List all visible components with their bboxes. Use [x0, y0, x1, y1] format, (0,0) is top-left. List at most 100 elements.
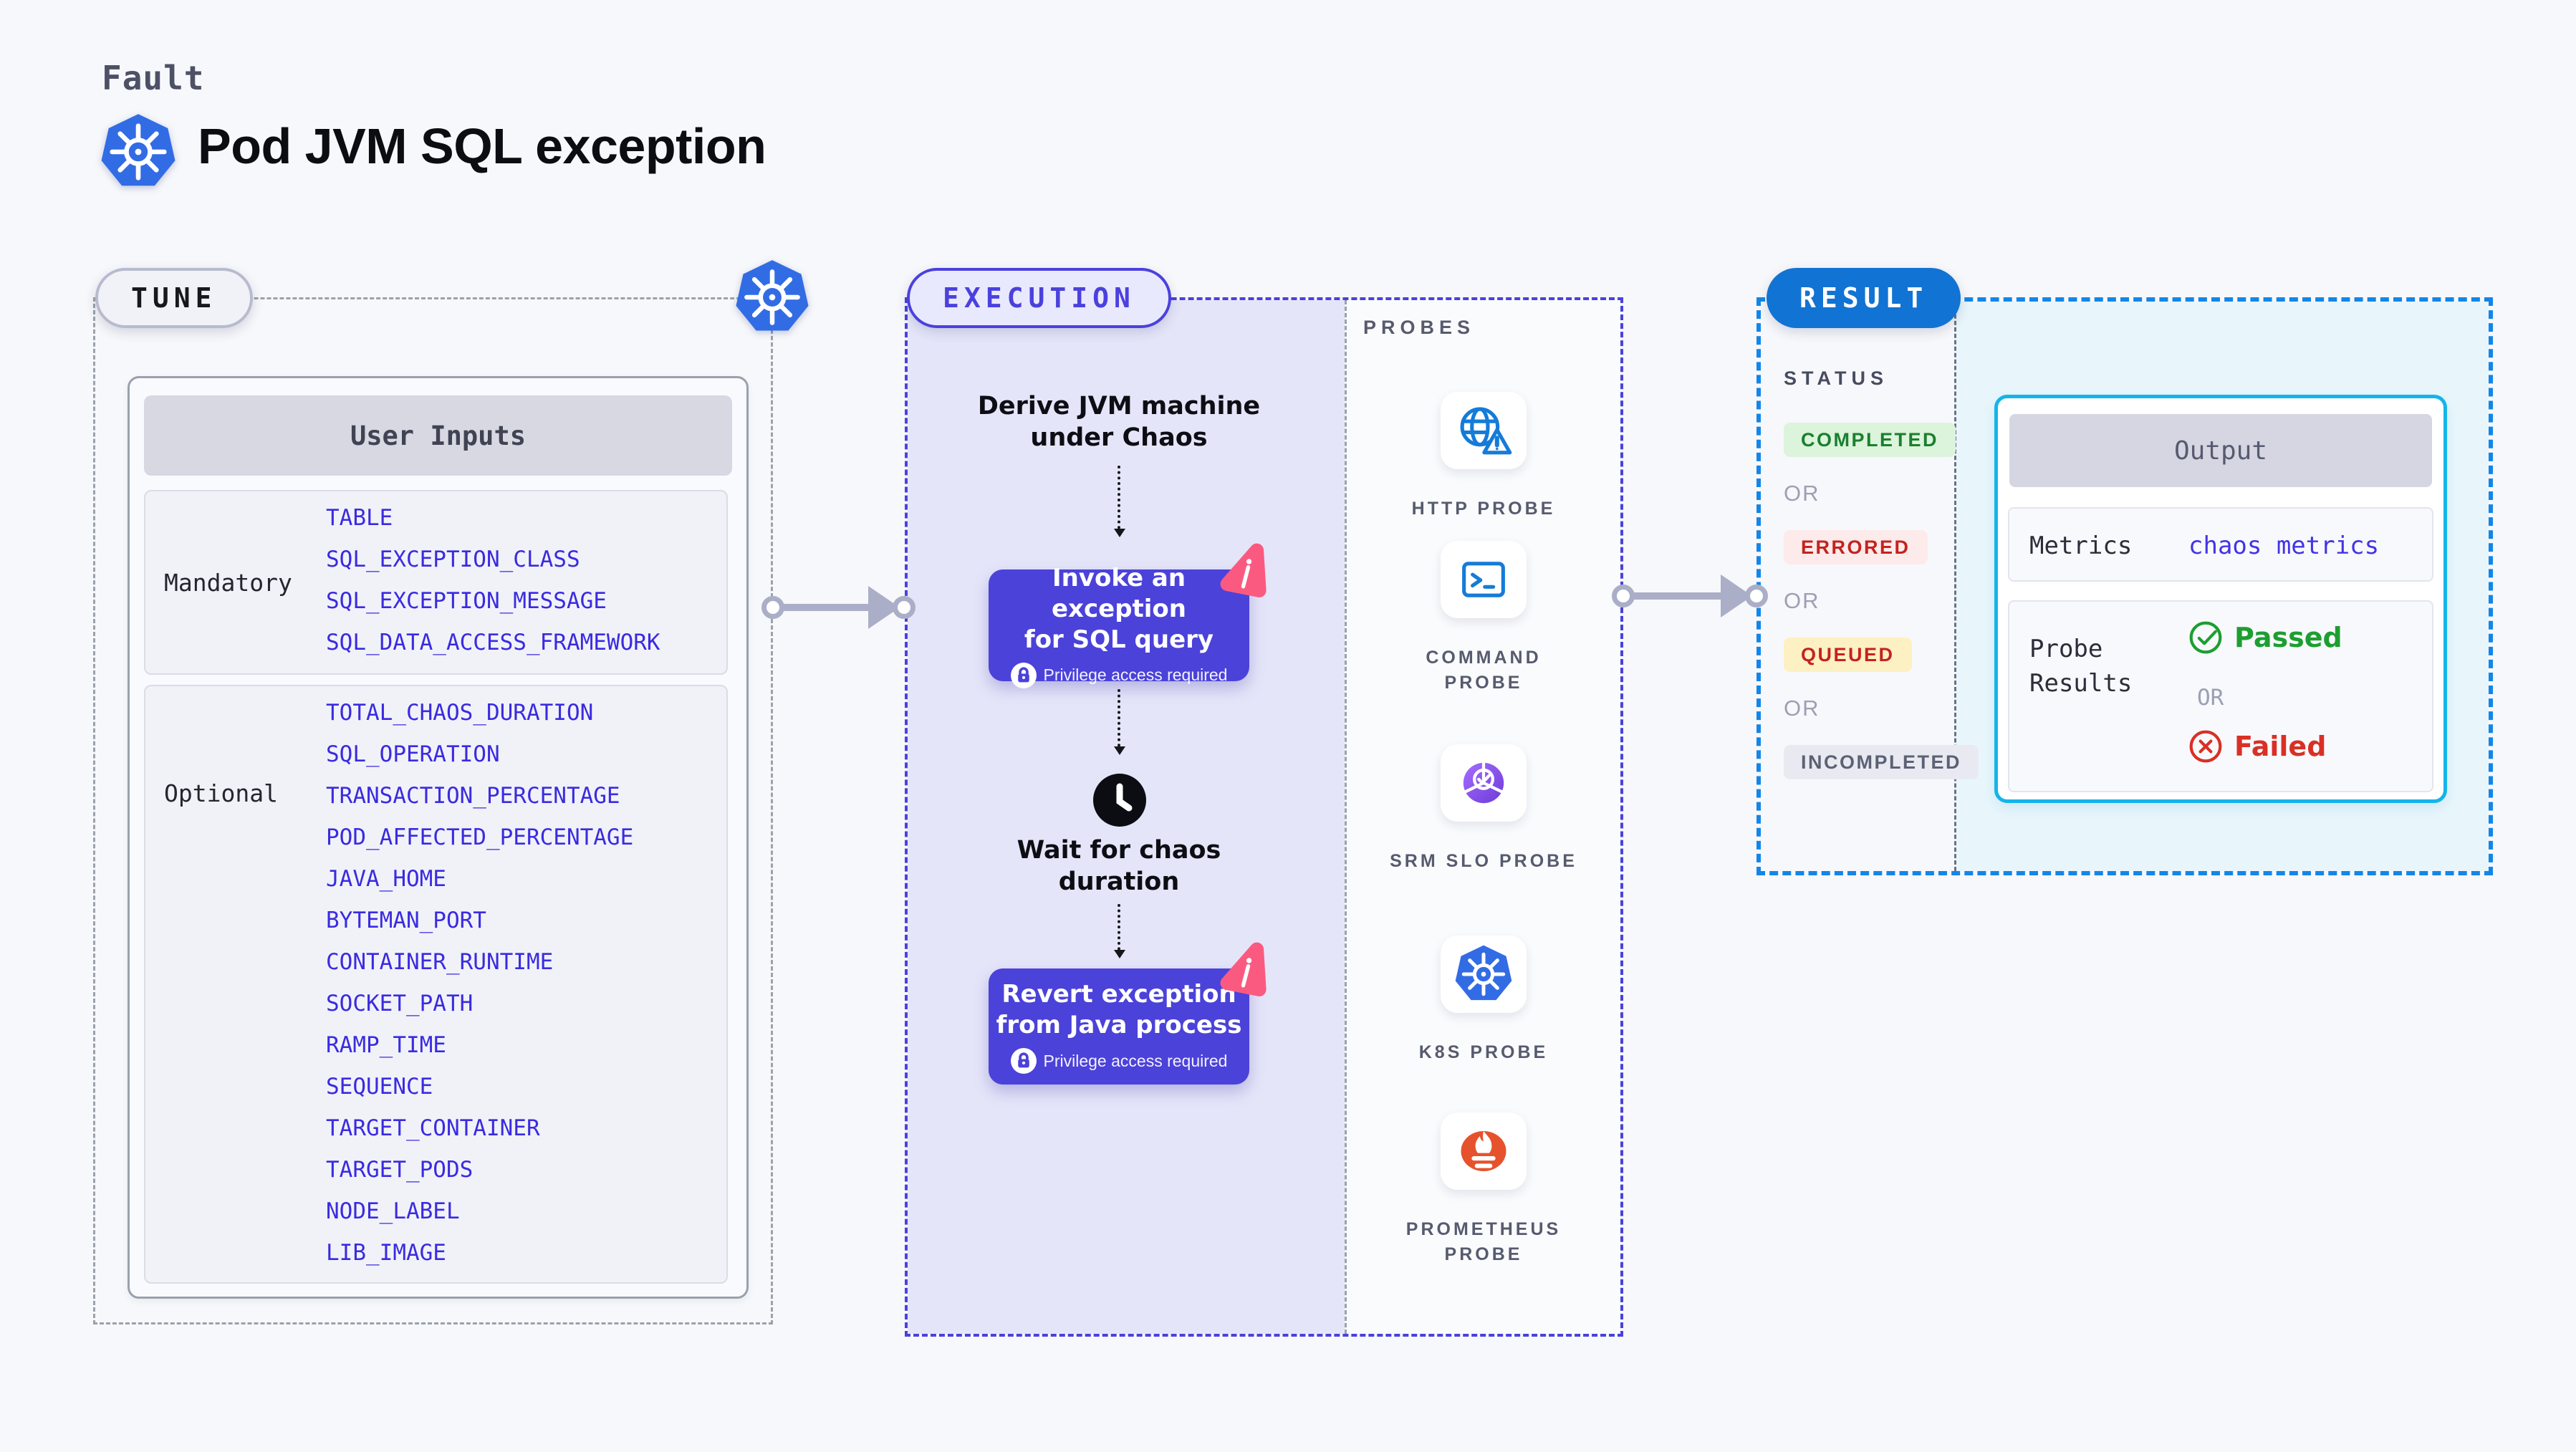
- probe-card-prometheus: [1441, 1112, 1527, 1190]
- output-card: Output Metrics chaos metrics Probe Resul…: [1994, 395, 2447, 803]
- probe-label-k8s: K8S PROBE: [1418, 1042, 1549, 1062]
- execution-pill: EXECUTION: [907, 268, 1171, 328]
- probe-label-http: HTTP PROBE: [1411, 499, 1556, 519]
- status-output-divider: [1954, 302, 1956, 871]
- param-item: JAVA_HOME: [326, 866, 446, 892]
- status-badge: COMPLETED: [1784, 423, 1956, 457]
- derive-step-line1: Derive JVM machine: [977, 392, 1261, 420]
- revert-node-line2: from Java process: [996, 1011, 1242, 1039]
- param-item: TOTAL_CHAOS_DURATION: [326, 700, 594, 726]
- param-item: TARGET_CONTAINER: [326, 1115, 540, 1141]
- param-item: SQL_OPERATION: [326, 741, 500, 767]
- result-pill: RESULT: [1767, 268, 1961, 328]
- clock-icon: [1093, 774, 1146, 827]
- status-badge: QUEUED: [1784, 638, 1912, 672]
- passed-verdict: Passed: [2188, 620, 2342, 655]
- privilege-note: Privilege access required: [989, 662, 1249, 688]
- param-item: SQL_EXCEPTION_MESSAGE: [326, 588, 607, 614]
- k8s-probe-icon: [1453, 944, 1514, 1004]
- probe-results-row: Probe Results Passed OR Failed: [2008, 600, 2433, 792]
- param-item: POD_AFFECTED_PERCENTAGE: [326, 824, 634, 850]
- param-item: RAMP_TIME: [326, 1032, 446, 1058]
- privilege-note: Privilege access required: [989, 1048, 1249, 1074]
- probes-title: PROBES: [1363, 317, 1476, 338]
- param-item: TRANSACTION_PERCENTAGE: [326, 783, 620, 809]
- failed-label: Failed: [2234, 731, 2327, 762]
- param-item: TABLE: [326, 505, 393, 531]
- param-item: BYTEMAN_PORT: [326, 908, 486, 933]
- connector-dot: [893, 596, 915, 619]
- mandatory-param-list: TABLE SQL_EXCEPTION_CLASS SQL_EXCEPTION_ME…: [326, 491, 660, 673]
- metrics-label: Metrics: [2029, 532, 2133, 560]
- param-item: TARGET_PODS: [326, 1157, 474, 1183]
- execution-probes-divider: [1345, 300, 1347, 1334]
- param-item: NODE_LABEL: [326, 1198, 460, 1224]
- probe-label-prometheus: PROMETHEUS PROBE: [1405, 1219, 1562, 1264]
- metrics-row: Metrics chaos metrics: [2008, 507, 2433, 582]
- param-item: SQL_EXCEPTION_CLASS: [326, 547, 580, 572]
- arrow-shaft: [1630, 592, 1725, 600]
- privilege-note-label: Privilege access required: [1043, 1051, 1228, 1070]
- chaos-badge-icon: [1209, 936, 1279, 1006]
- flow-connector: [1114, 904, 1125, 958]
- or-separator: OR: [1784, 481, 1820, 506]
- failed-verdict: Failed: [2188, 729, 2326, 764]
- param-item: CONTAINER_RUNTIME: [326, 949, 554, 975]
- page-title: Pod JVM SQL exception: [198, 118, 766, 174]
- wait-step-line2: duration: [1058, 867, 1180, 896]
- optional-param-list: TOTAL_CHAOS_DURATION SQL_OPERATION TRANSAC…: [326, 686, 633, 1282]
- param-item: LIB_IMAGE: [326, 1240, 446, 1266]
- execution-section: Derive JVM machine under Chaos Invoke an…: [905, 297, 1623, 1337]
- param-item: SQL_DATA_ACCESS_FRAMEWORK: [326, 630, 660, 655]
- param-item: SOCKET_PATH: [326, 991, 474, 1016]
- derive-step-label: Derive JVM machine under Chaos: [976, 390, 1262, 453]
- http-probe-icon: [1460, 407, 1512, 455]
- probe-card-http: [1441, 392, 1527, 469]
- derive-step-line2: under Chaos: [1030, 423, 1208, 452]
- tune-pill: TUNE: [95, 268, 253, 328]
- kubernetes-icon: [99, 112, 178, 192]
- probe-card-srm-slo: [1441, 744, 1527, 822]
- command-probe-icon: [1462, 562, 1505, 597]
- status-badge: INCOMPLETED: [1784, 745, 1979, 779]
- fault-eyebrow-label: Fault: [102, 59, 205, 97]
- chaos-badge-icon: [1209, 537, 1279, 607]
- or-separator: OR: [1784, 696, 1820, 721]
- kubernetes-icon: [734, 258, 811, 337]
- probe-results-line2: Results: [2029, 669, 2133, 698]
- wait-step-line1: Wait for chaos: [1017, 836, 1221, 865]
- flow-connector: [1114, 466, 1125, 537]
- check-circle-icon: [2189, 621, 2222, 654]
- invoke-exception-node: Invoke an exception for SQL query Privil…: [989, 564, 1249, 688]
- optional-group: Optional TOTAL_CHAOS_DURATION SQL_OPERATI…: [144, 685, 728, 1284]
- probe-results-label: Probe Results: [2029, 632, 2158, 701]
- optional-label: Optional: [164, 779, 278, 807]
- user-inputs-header: User Inputs: [144, 395, 732, 476]
- probe-card-command: [1441, 541, 1527, 618]
- wait-step-label: Wait for chaos duration: [976, 835, 1262, 898]
- passed-label: Passed: [2234, 622, 2342, 653]
- connector-dot: [1612, 585, 1635, 607]
- probe-label-srm-slo: SRM SLO PROBE: [1390, 851, 1577, 871]
- probe-results-line1: Probe: [2029, 635, 2103, 663]
- connector-dot: [761, 596, 784, 619]
- privilege-note-label: Privilege access required: [1043, 665, 1228, 684]
- invoke-node-line1: Invoke an exception: [1051, 563, 1186, 623]
- flow-connector: [1114, 689, 1125, 755]
- invoke-node-line2: for SQL query: [1024, 625, 1214, 654]
- x-circle-icon: [2189, 730, 2222, 763]
- lock-icon: [1010, 662, 1037, 688]
- revert-node-line1: Revert exception: [1001, 980, 1236, 1009]
- verdict-or-label: OR: [2197, 685, 2224, 711]
- arrow-shaft: [780, 604, 873, 611]
- status-title: STATUS: [1784, 367, 1888, 389]
- output-header: Output: [2009, 414, 2432, 487]
- prometheus-probe-icon: [1461, 1131, 1506, 1171]
- revert-exception-node: Revert exception from Java process Privi…: [989, 968, 1249, 1085]
- or-separator: OR: [1784, 588, 1820, 613]
